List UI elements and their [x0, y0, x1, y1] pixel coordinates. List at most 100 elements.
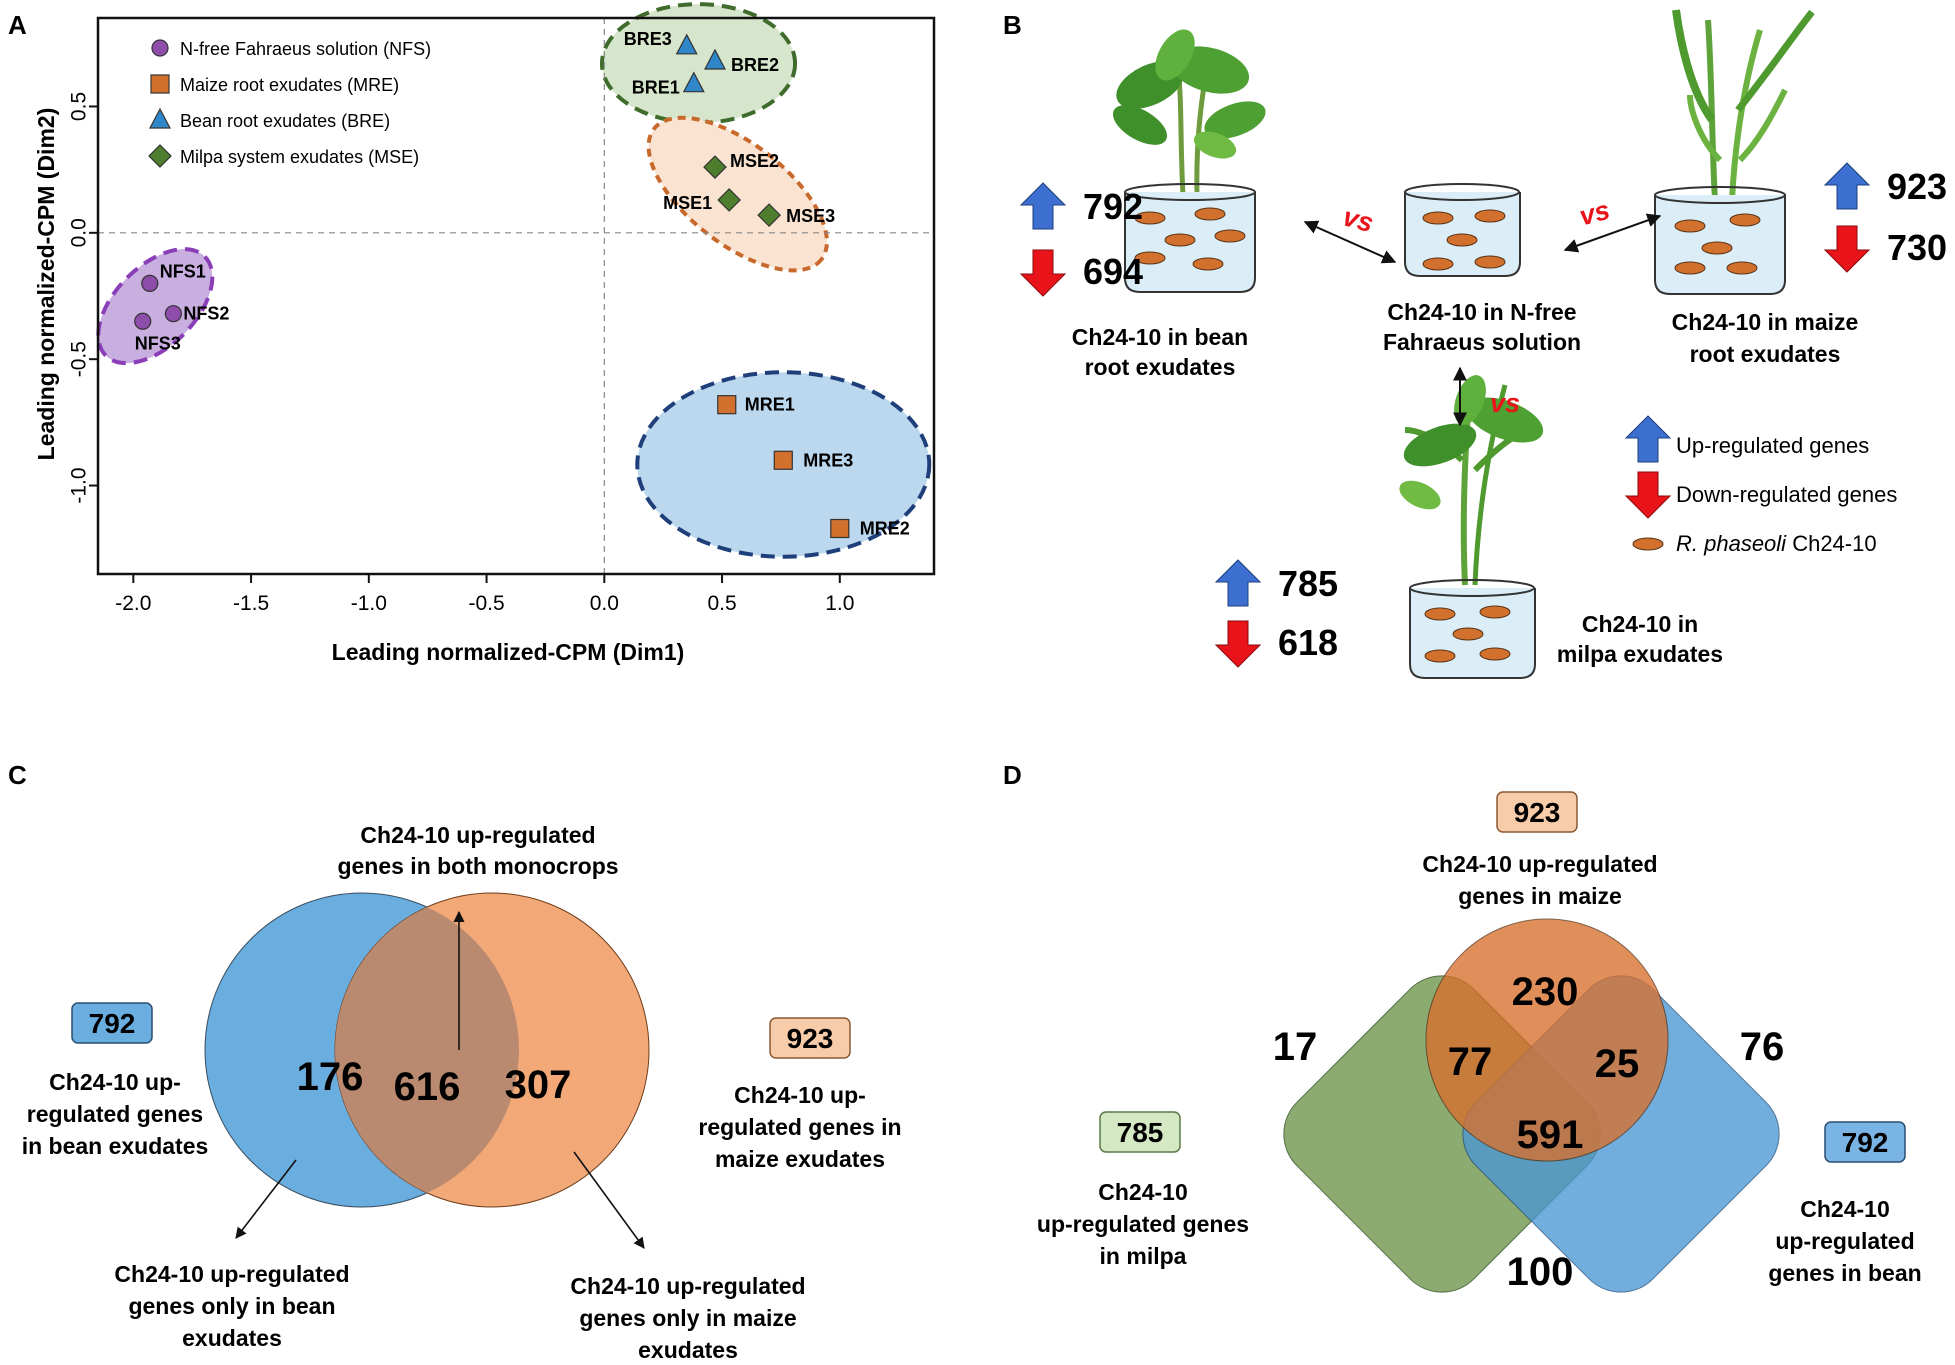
count-milpa-bean: 100: [1507, 1250, 1574, 1294]
point-label-bre1: BRE1: [632, 78, 680, 98]
point-label-mre2: MRE2: [860, 519, 910, 539]
total-milpa: 785: [1117, 1117, 1164, 1148]
total-bean: 792: [89, 1008, 136, 1039]
cluster-ellipses: [96, 2, 932, 559]
panel-letter-b: B: [1003, 10, 1022, 40]
caption-bean-line2: root exudates: [1085, 354, 1236, 380]
beaker-maize: [1654, 186, 1786, 295]
x-tick-label: 0.5: [707, 592, 736, 615]
arrow-maize-only: [573, 1151, 645, 1249]
annot-bean-only-line1: Ch24-10 up-regulated: [114, 1261, 349, 1287]
data-points: NFS1NFS2NFS3MRE1MRE3MRE2BRE3BRE2BRE1MSE2…: [134, 29, 910, 539]
cluster-ellipse-nfs: [96, 247, 215, 366]
point-label-mre1: MRE1: [745, 395, 795, 415]
count-all-three: 591: [1517, 1113, 1584, 1157]
comparison-arrow-bean: [1303, 220, 1397, 264]
set-label-bean-line2: regulated genes: [27, 1101, 203, 1127]
legend-bacteria-label: R. phaseoli Ch24-10: [1676, 531, 1877, 556]
bacterium: [1192, 257, 1224, 271]
legend-entry: Milpa system exudates (MSE): [180, 147, 419, 167]
annot-maize-only-line2: genes only in maize: [579, 1305, 796, 1331]
up-count-maize: 923: [1887, 166, 1947, 207]
legend-up-label: Up-regulated genes: [1676, 433, 1869, 458]
set-label-milpa-line3: in milpa: [1100, 1243, 1187, 1269]
bacterium: [1164, 233, 1196, 247]
legend-bacteria-italic: R. phaseoli: [1676, 531, 1787, 556]
point-nfs2: [164, 305, 182, 323]
x-axis-label: Leading normalized-CPM (Dim1): [332, 639, 685, 665]
bacterium: [1424, 607, 1456, 621]
bacterium: [1134, 211, 1166, 225]
down-count-milpa: 618: [1278, 622, 1338, 663]
point-label-mre3: MRE3: [803, 450, 853, 470]
count-milpa-only: 17: [1273, 1025, 1318, 1069]
point-mre1: [717, 395, 737, 415]
vs-label-bean: vs: [1340, 201, 1377, 238]
legend-bacteria-strain: Ch24-10: [1786, 531, 1877, 556]
y-tick-label: 0.5: [68, 92, 91, 121]
total-maize: 923: [787, 1023, 834, 1054]
down-count-maize: 730: [1887, 227, 1947, 268]
bacteria-cells: [1134, 207, 1761, 663]
bacterium: [1729, 213, 1761, 227]
bacterium: [1701, 241, 1733, 255]
caption-bean-line1: Ch24-10 in bean: [1072, 324, 1248, 350]
legend-b: Up-regulated genes Down-regulated genes …: [1624, 415, 1897, 556]
legend-marker-square: [150, 74, 170, 94]
total-badge-bean: [71, 1002, 153, 1044]
bacterium: [1422, 211, 1454, 225]
bacterium: [1194, 207, 1226, 221]
y-tick-label: -1.0: [68, 467, 91, 503]
caption-maize-line2: root exudates: [1690, 341, 1841, 367]
annot-both-line1: Ch24-10 up-regulated: [360, 822, 595, 848]
venn-circle-maize: [1425, 918, 1669, 1162]
caption-nfs-line1: Ch24-10 in N-free: [1387, 299, 1576, 325]
set-label-maize-line1: Ch24-10 up-: [734, 1082, 866, 1108]
set-label-bean-line3: genes in bean: [1768, 1260, 1921, 1286]
bacterium: [1474, 209, 1506, 223]
legend-marker-triangle: [149, 107, 171, 129]
bacterium: [1452, 627, 1484, 641]
count-maize-only: 230: [1512, 970, 1579, 1014]
up-count-bean: 792: [1083, 186, 1143, 227]
x-tick-label: 0.0: [590, 592, 619, 615]
panel-letter-d: D: [1003, 760, 1022, 790]
venn-three-set: 17 230 76 77 25 591 100 923 Ch24-10 up-r…: [1037, 791, 1922, 1294]
legend-marker-diamond: [148, 144, 172, 168]
arrow-bean-only: [235, 1159, 297, 1239]
total-badge-maize: [769, 1017, 851, 1059]
point-label-nfs2: NFS2: [183, 304, 229, 324]
venn-two-set: 176 616 307 Ch24-10 up-regulated genes i…: [22, 822, 902, 1363]
point-mse3: [757, 203, 782, 227]
vs-label-milpa: vs: [1490, 388, 1520, 418]
x-tick-label: -1.0: [351, 592, 387, 615]
up-arrow-icon: [1019, 182, 1067, 230]
point-mse2: [703, 155, 727, 179]
cluster-ellipse-mre: [646, 115, 829, 273]
set-label-maize-line2: genes in maize: [1458, 883, 1622, 909]
set-label-milpa-line2: up-regulated genes: [1037, 1211, 1249, 1237]
annot-maize-only-line1: Ch24-10 up-regulated: [570, 1273, 805, 1299]
annot-bean-only-line2: genes only in bean: [128, 1293, 335, 1319]
set-label-maize-line1: Ch24-10 up-regulated: [1422, 851, 1657, 877]
milpa-plant-illustration: [1399, 375, 1544, 626]
point-label-bre3: BRE3: [624, 29, 672, 49]
count-milpa-maize: 77: [1448, 1040, 1493, 1084]
down-arrow-icon: [1019, 249, 1067, 297]
point-nfs3: [134, 312, 152, 330]
set-label-bean-line1: Ch24-10: [1800, 1196, 1889, 1222]
point-label-nfs1: NFS1: [160, 261, 206, 281]
caption-milpa-line2: milpa exudates: [1557, 641, 1723, 667]
bacterium: [1726, 261, 1758, 275]
vs-label-maize: vs: [1576, 195, 1613, 232]
legend-entry: Bean root exudates (BRE): [180, 111, 390, 131]
comparison-arrow-maize: [1563, 213, 1662, 253]
y-tick-label: 0.0: [68, 218, 91, 247]
bacterium: [1674, 261, 1706, 275]
bacterium: [1422, 257, 1454, 271]
legend-bacterium-icon: [1632, 537, 1664, 551]
y-tick-label: -0.5: [68, 341, 91, 377]
